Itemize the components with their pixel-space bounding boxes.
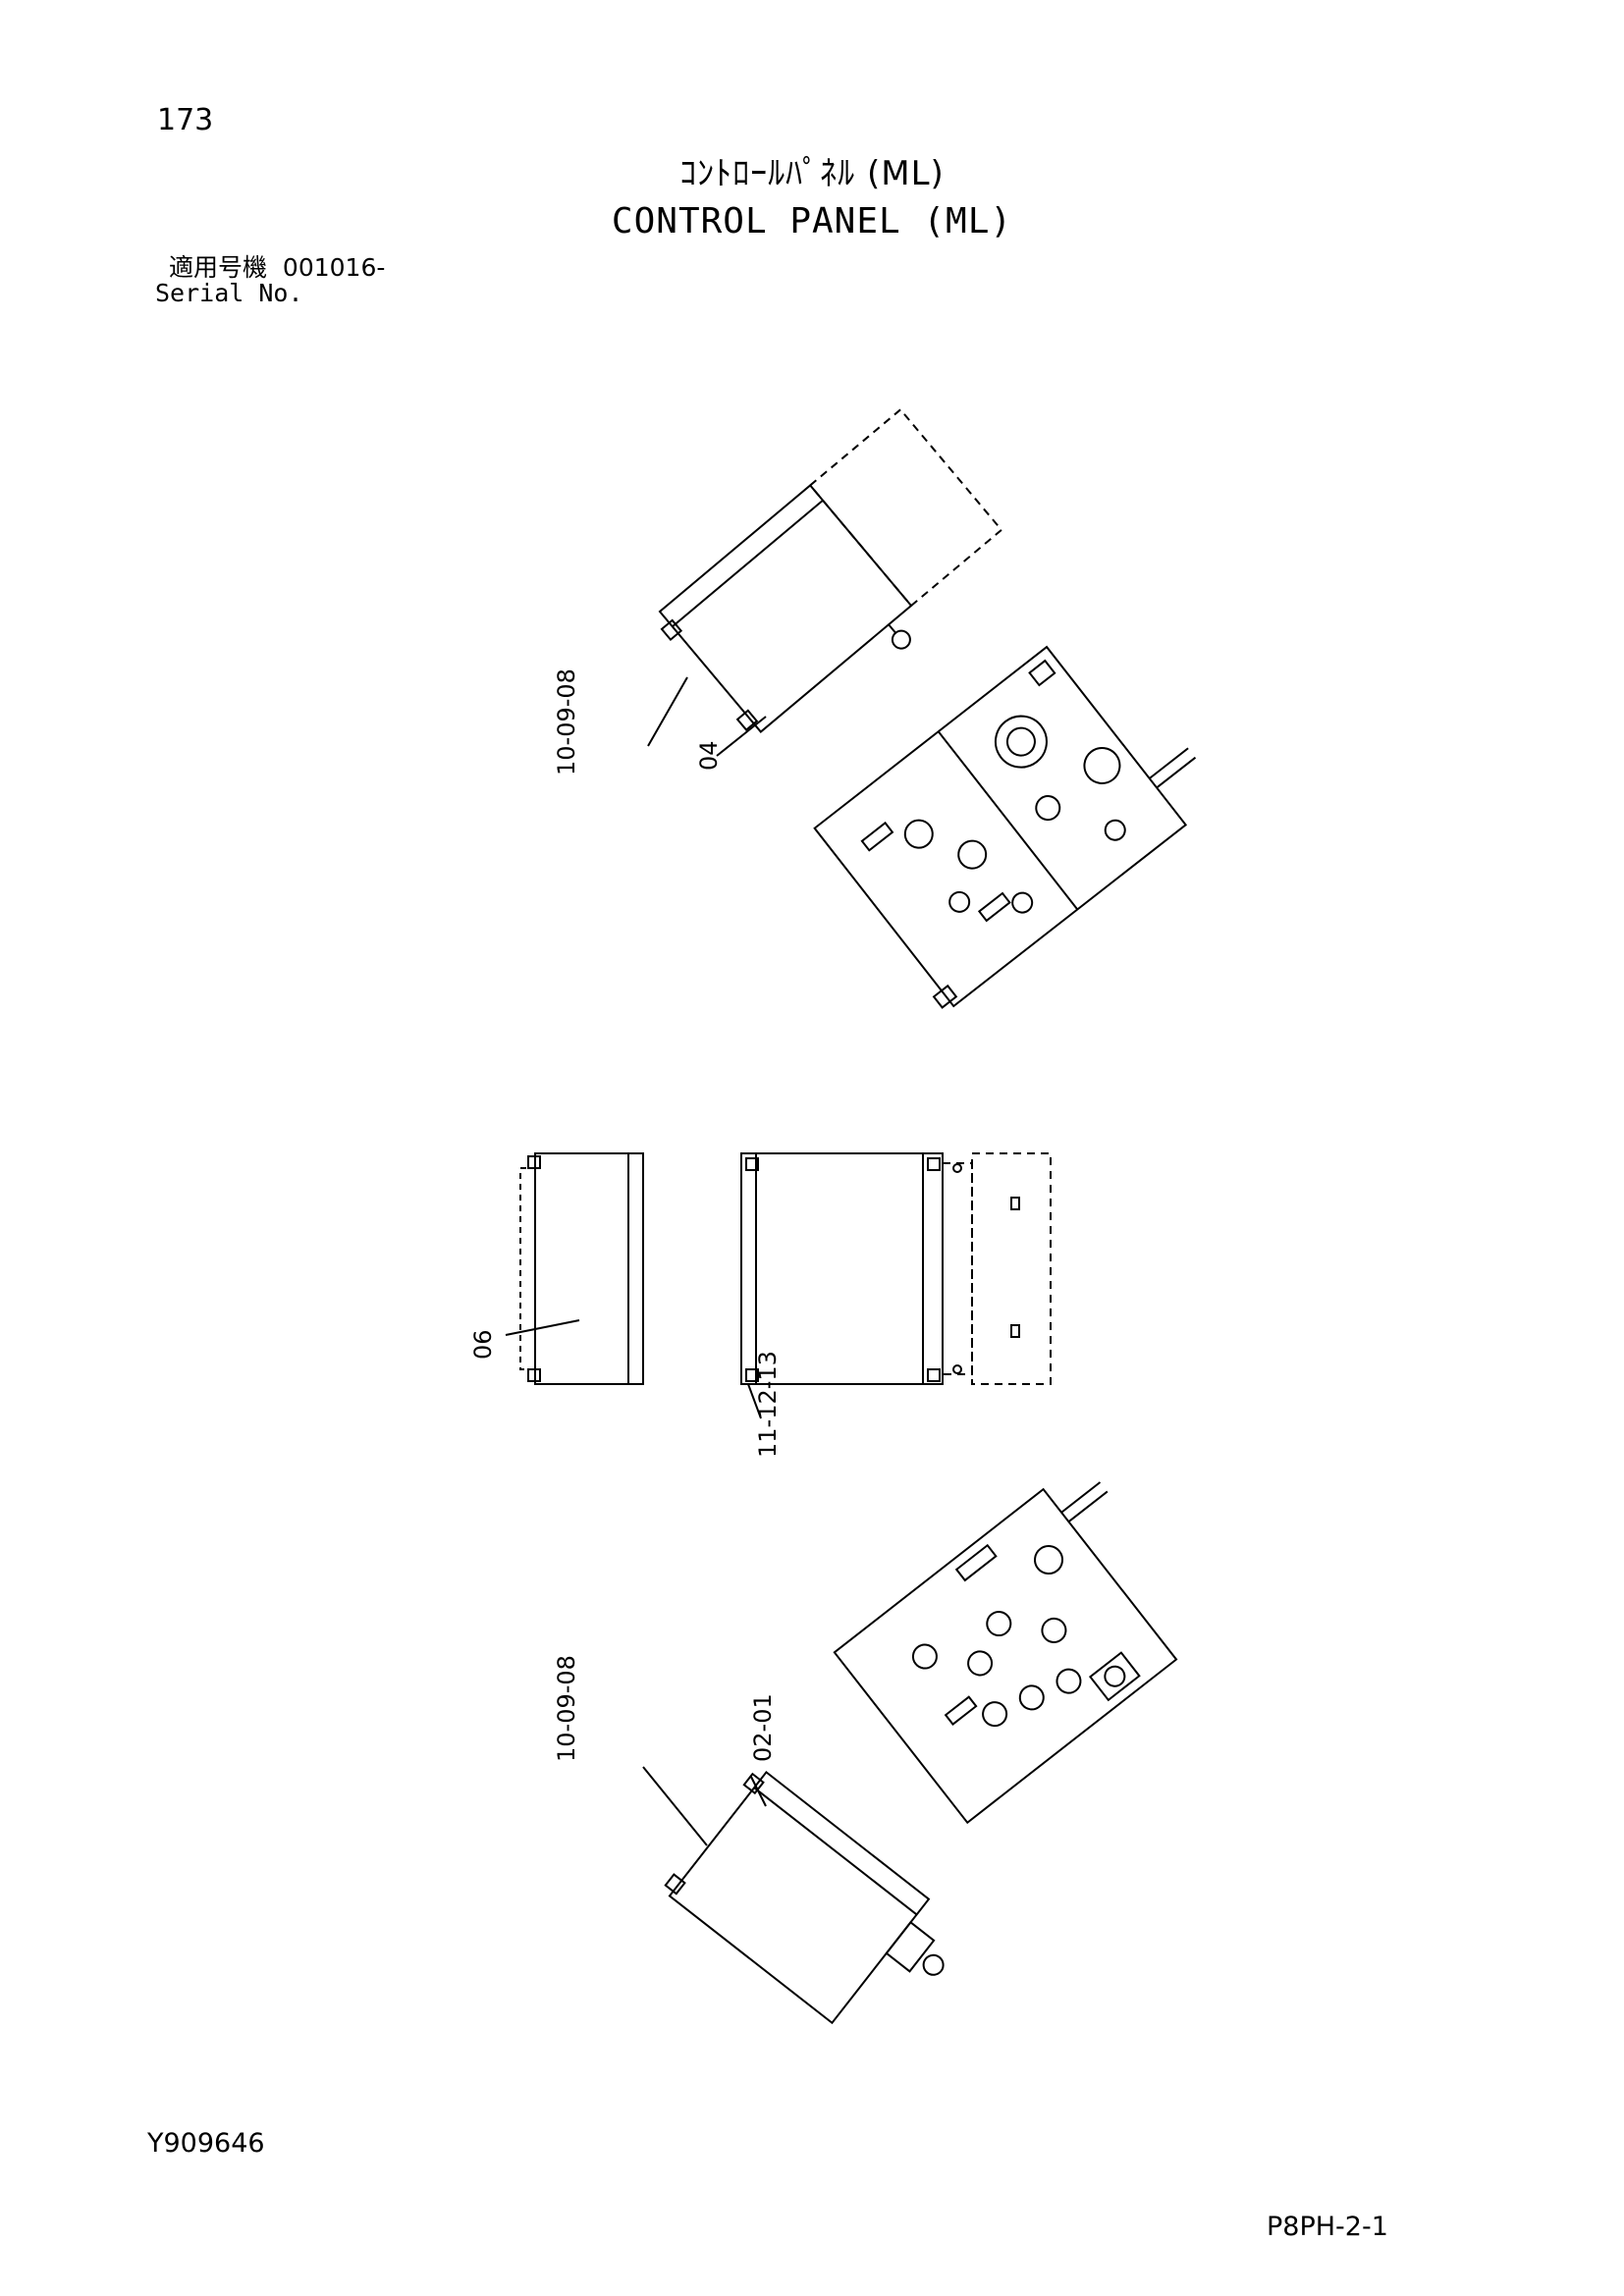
page-code: P8PH-2-1 — [1267, 2212, 1388, 2242]
callout-bottom-mid: 02-01 — [749, 1693, 777, 1762]
top-panel-face — [813, 645, 1197, 1009]
serial-value: 001016- — [282, 253, 386, 282]
page-number: 173 — [157, 103, 214, 137]
callout-top-left: 10-09-08 — [553, 668, 580, 775]
drawing-code: Y909646 — [147, 2128, 265, 2159]
serial-label-japanese: 適用号機 001016- — [169, 255, 385, 280]
title-english: CONTROL PANEL (ML) — [611, 201, 1013, 241]
title-japanese: ｺﾝﾄﾛｰﾙﾊﾟﾈﾙ (ML) — [679, 154, 945, 193]
leader-top-mid — [716, 716, 767, 757]
leader-bottom-left — [642, 1766, 708, 1846]
bottom-box-iso — [664, 1770, 945, 2025]
top-box-iso — [658, 407, 1003, 733]
callout-middle-bottom: 11-12-13 — [754, 1351, 782, 1458]
serial-label-jp-text: 適用号機 — [169, 253, 268, 282]
callout-top-mid: 04 — [695, 740, 723, 771]
middle-side-view — [505, 1152, 644, 1385]
leader-top-left — [647, 676, 688, 747]
bottom-panel-face — [833, 1481, 1178, 1825]
callout-middle-left: 06 — [469, 1329, 497, 1360]
middle-front-view — [740, 1152, 1052, 1419]
callout-bottom-left: 10-09-08 — [553, 1655, 580, 1762]
leader-bottom-mid — [750, 1776, 767, 1807]
serial-label-english: Serial No. — [155, 279, 303, 307]
